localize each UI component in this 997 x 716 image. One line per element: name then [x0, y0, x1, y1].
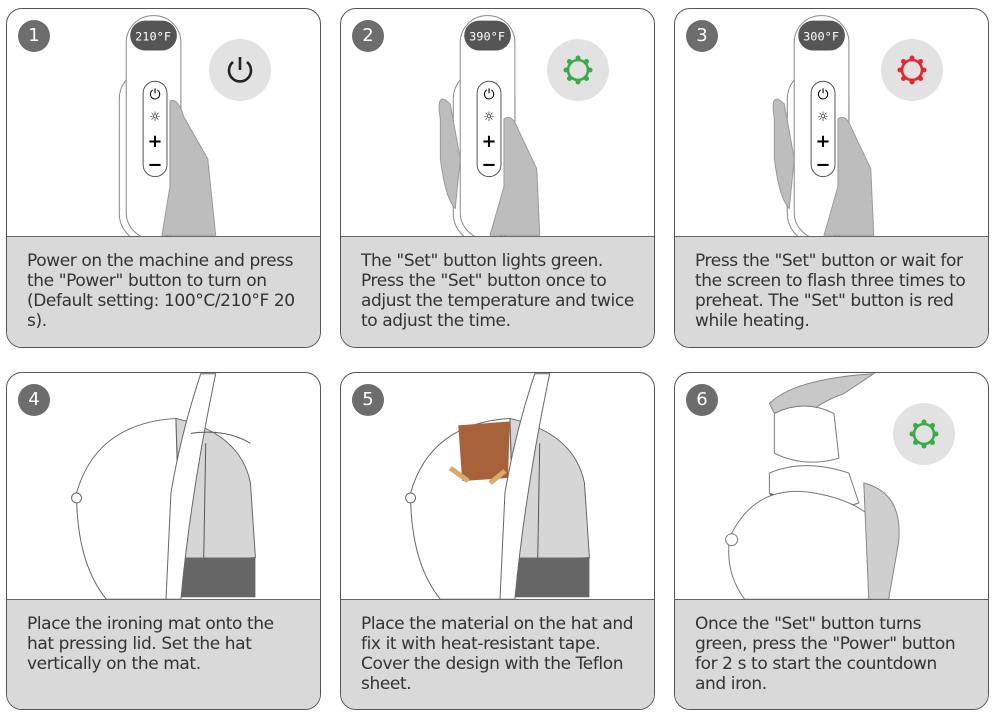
pressing-hat-illustration: [725, 373, 900, 600]
remote-illustration: 390°F ⏻ ☼ + −: [438, 15, 541, 236]
step-caption: Power on the machine and press the "Powe…: [7, 236, 320, 347]
step-6-panel: 6 Once the "Set" button turns green, pre…: [674, 372, 989, 710]
step-1-panel: 210°F ⏻ ☼ + − 1 Power on the machine and…: [6, 8, 321, 348]
svg-text:−: −: [148, 155, 163, 176]
svg-text:⏻: ⏻: [484, 87, 495, 103]
set-gear-icon: [881, 39, 943, 101]
hand: [438, 98, 461, 210]
step-number-badge: 6: [686, 384, 718, 416]
hat-with-material-illustration: [405, 373, 590, 600]
svg-text:☼: ☼: [817, 110, 829, 125]
svg-text:−: −: [482, 155, 497, 176]
temperature-display: 300°F: [803, 30, 839, 44]
step-caption: The "Set" button lights green. Press the…: [341, 236, 654, 347]
hand: [823, 116, 875, 236]
step-5-panel: 5 Place the material on the hat and fix …: [340, 372, 655, 710]
step-caption: Press the "Set" button or wait for the s…: [675, 236, 988, 347]
power-icon: [209, 39, 271, 101]
temperature-display: 390°F: [469, 30, 505, 44]
temperature-display: 210°F: [135, 30, 171, 44]
remote-illustration: 210°F ⏻ ☼ + −: [118, 15, 217, 236]
step-number-badge: 2: [352, 20, 384, 52]
step-3-panel: 300°F ⏻ ☼ + − 3 Press the "Set" button o…: [674, 8, 989, 348]
step-number-badge: 4: [18, 384, 50, 416]
svg-text:−: −: [816, 155, 831, 176]
hand: [161, 100, 217, 236]
svg-text:⏻: ⏻: [818, 87, 829, 103]
transfer-material: [458, 421, 510, 482]
svg-text:⏻: ⏻: [150, 87, 161, 103]
step-4-panel: 4 Place the ironing mat onto the hat pre…: [6, 372, 321, 710]
hand: [772, 98, 795, 210]
svg-text:+: +: [816, 131, 831, 152]
hand: [489, 116, 541, 236]
svg-text:☼: ☼: [483, 110, 495, 125]
step-number-badge: 1: [18, 20, 50, 52]
svg-text:☼: ☼: [149, 110, 161, 125]
step-number-badge: 5: [352, 384, 384, 416]
step-number-badge: 3: [686, 20, 718, 52]
hat-illustration: [71, 373, 256, 600]
step-caption: Once the "Set" button turns green, press…: [675, 599, 988, 709]
remote-illustration: 300°F ⏻ ☼ + −: [772, 15, 875, 236]
step-caption: Place the ironing mat onto the hat press…: [7, 599, 320, 709]
step-2-panel: 390°F ⏻ ☼ + − 2 The "Set" button lights …: [340, 8, 655, 348]
svg-text:+: +: [148, 131, 163, 152]
set-gear-icon: [547, 39, 609, 101]
svg-text:+: +: [482, 131, 497, 152]
step-caption: Place the material on the hat and fix it…: [341, 599, 654, 709]
set-gear-icon: [893, 403, 955, 465]
